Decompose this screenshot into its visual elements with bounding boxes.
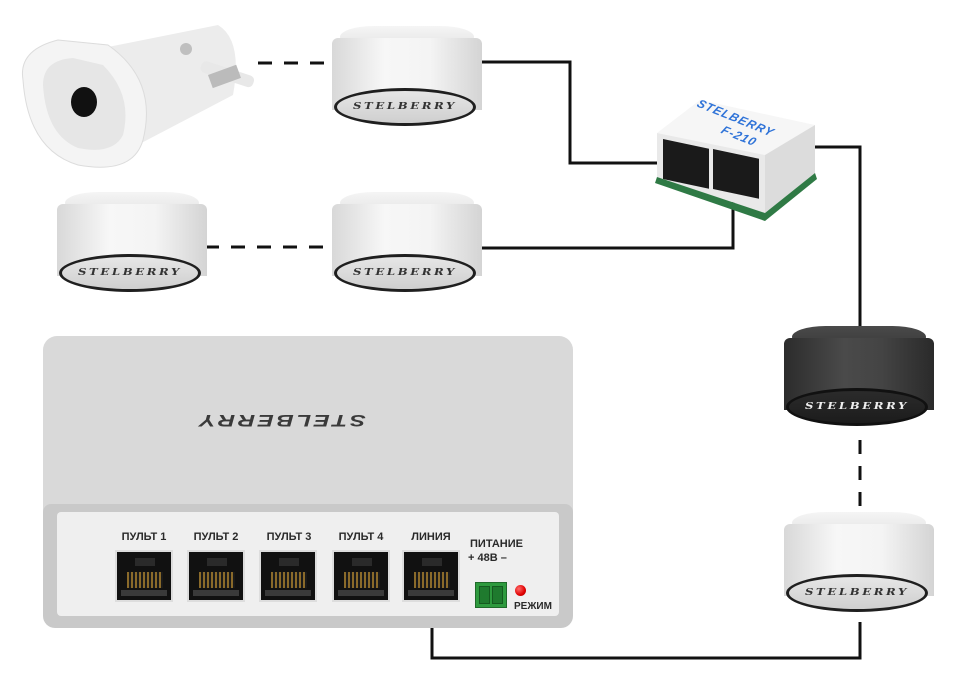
horn-loudspeaker — [18, 20, 263, 175]
port-label-pult-2: ПУЛЬТ 2 — [193, 531, 239, 543]
mode-led-indicator — [515, 585, 526, 596]
ceiling-speaker-dark: STELBERRY — [784, 326, 934, 446]
rj-port-pult-4 — [332, 550, 390, 602]
main-control-unit: STELBERRY ПУЛЬТ 1 ПУЛЬТ 2 ПУЛЬТ 3 ПУЛЬТ … — [43, 336, 573, 628]
speaker-logo: STELBERRY — [805, 588, 909, 598]
ceiling-speaker-1: STELBERRY — [332, 26, 482, 146]
rj-port-pult-1 — [115, 550, 173, 602]
unit-top-cover: STELBERRY — [43, 336, 573, 516]
unit-logo: STELBERRY — [196, 411, 366, 430]
wire-speaker3-to-splitter — [480, 202, 735, 250]
power-terminal-block — [475, 582, 507, 608]
port-label-pult-4: ПУЛЬТ 4 — [338, 531, 384, 543]
splitter-f210: STELBERRY F-210 — [655, 95, 820, 225]
speaker-logo: STELBERRY — [78, 268, 182, 278]
port-label-pult-1: ПУЛЬТ 1 — [121, 531, 167, 543]
rj-port-line — [402, 550, 460, 602]
port-label-pult-3: ПУЛЬТ 3 — [266, 531, 312, 543]
speaker-logo: STELBERRY — [353, 102, 457, 112]
splitter-port-2 — [713, 148, 759, 199]
wire-splitter-to-dark-speaker — [813, 145, 862, 326]
speaker-logo: STELBERRY — [805, 402, 909, 412]
rj-port-pult-3 — [259, 550, 317, 602]
port-label-line: ЛИНИЯ — [411, 531, 451, 543]
power-voltage-label: + 48В – — [468, 552, 507, 564]
wire-speaker1-to-splitter — [478, 60, 664, 165]
unit-front-panel: ПУЛЬТ 1 ПУЛЬТ 2 ПУЛЬТ 3 ПУЛЬТ 4 ЛИНИЯ ПИ… — [43, 504, 573, 628]
mode-label: РЕЖИМ — [514, 601, 552, 612]
horn-driver-cap — [71, 87, 97, 117]
rj-port-pult-2 — [187, 550, 245, 602]
ceiling-speaker-3: STELBERRY — [332, 192, 482, 312]
speaker-logo: STELBERRY — [353, 268, 457, 278]
ceiling-speaker-bottom: STELBERRY — [784, 512, 934, 632]
splitter-port-1 — [663, 139, 709, 189]
power-label: ПИТАНИЕ — [470, 538, 523, 550]
ceiling-speaker-2: STELBERRY — [57, 192, 207, 312]
